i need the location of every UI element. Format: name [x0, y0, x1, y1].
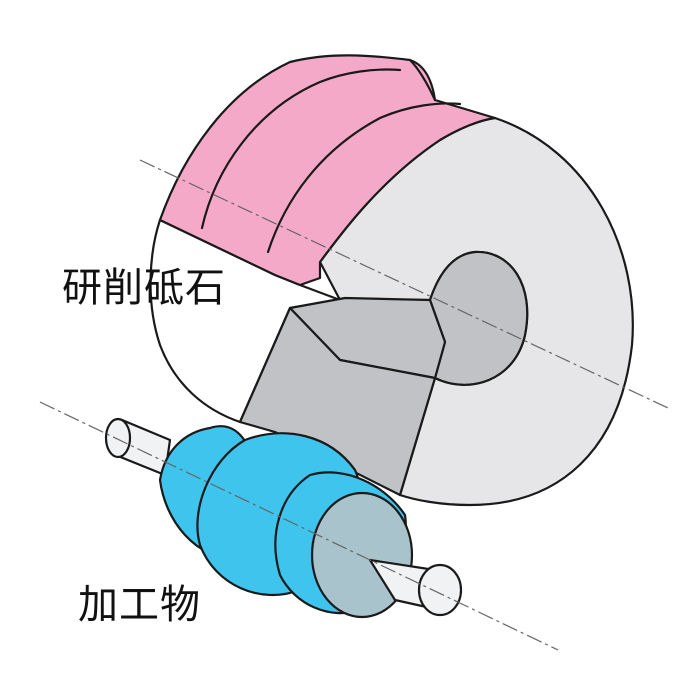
- workpiece-label: 加工物: [78, 582, 201, 628]
- wheel-band-divider-1: [200, 68, 402, 230]
- wheel-groove: [408, 58, 437, 102]
- workpiece-block: [238, 306, 437, 497]
- wheel-band-divider-2: [266, 102, 462, 254]
- grinding-wheel-label: 研削砥石: [62, 265, 226, 311]
- wheel-grinding-surface: [158, 54, 497, 287]
- workpiece-left-shaft-end: [104, 417, 132, 459]
- wheel-center-line: [139, 159, 669, 409]
- workpiece-right-shaft-end: [417, 563, 463, 617]
- workpiece-center-line: [39, 401, 559, 651]
